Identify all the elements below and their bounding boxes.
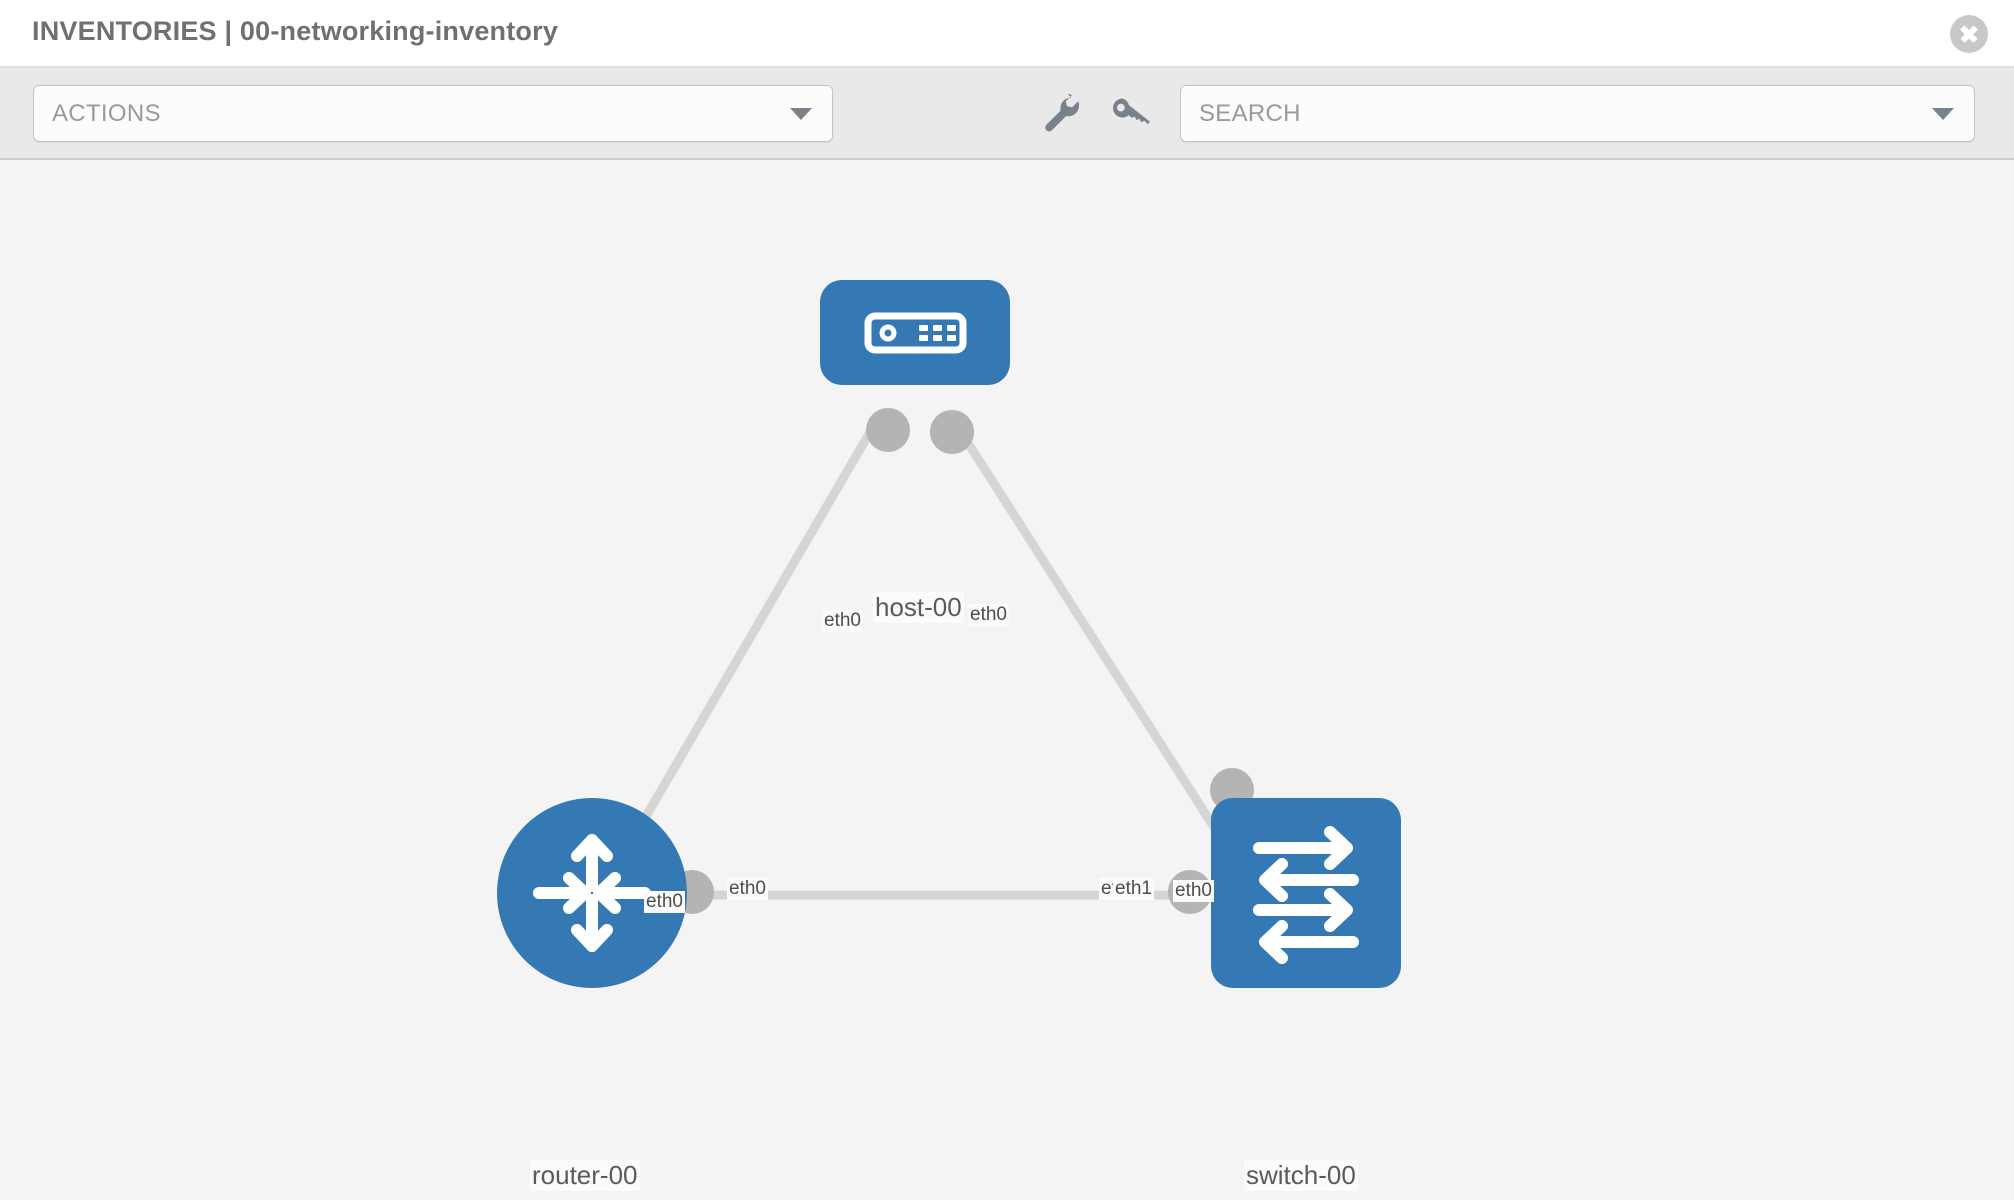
node-router-00[interactable]	[497, 798, 687, 988]
iface-label-host-left: eth0	[822, 610, 863, 632]
port-host-eth0-right	[930, 410, 974, 454]
chevron-down-icon	[1932, 107, 1954, 120]
link-host-router	[606, 412, 884, 881]
topology-canvas[interactable]: host-00 router-00 switch-00 eth0 eth0 et…	[0, 160, 2014, 1200]
chevron-down-icon	[790, 107, 812, 120]
switch-arrows-icon	[1253, 826, 1359, 964]
port-host-eth0-left	[866, 408, 910, 452]
node-host-00[interactable]	[820, 280, 1010, 385]
page-title: INVENTORIES | 00-networking-inventory	[32, 16, 559, 46]
key-icon[interactable]	[1105, 90, 1151, 136]
node-switch-00[interactable]	[1211, 798, 1401, 988]
toolbar: ACTIONS SEARCH	[0, 68, 2014, 160]
topology-ports	[670, 408, 1254, 914]
page-header: INVENTORIES | 00-networking-inventory	[0, 0, 2014, 68]
close-icon[interactable]	[1950, 15, 1988, 53]
link-host-switch	[946, 412, 1239, 863]
iface-label-host-right: eth0	[968, 604, 1009, 626]
topology-links	[606, 412, 1239, 900]
node-label-router-00: router-00	[530, 1160, 640, 1191]
iface-label-switch-left: eth1	[1113, 878, 1154, 900]
router-arrows-icon	[533, 834, 651, 952]
node-label-switch-00: switch-00	[1244, 1160, 1358, 1191]
iface-label-router-up: eth0	[644, 891, 685, 913]
server-icon	[864, 312, 967, 354]
actions-dropdown[interactable]: ACTIONS	[33, 85, 833, 142]
wrench-icon[interactable]	[1037, 90, 1083, 136]
search-placeholder: SEARCH	[1199, 99, 1301, 127]
iface-label-router-right: eth0	[727, 878, 768, 900]
iface-label-switch-up: eth0	[1173, 880, 1214, 902]
node-label-host-00: host-00	[873, 592, 964, 623]
actions-dropdown-label: ACTIONS	[52, 99, 161, 127]
search-input[interactable]: SEARCH	[1180, 85, 1975, 142]
